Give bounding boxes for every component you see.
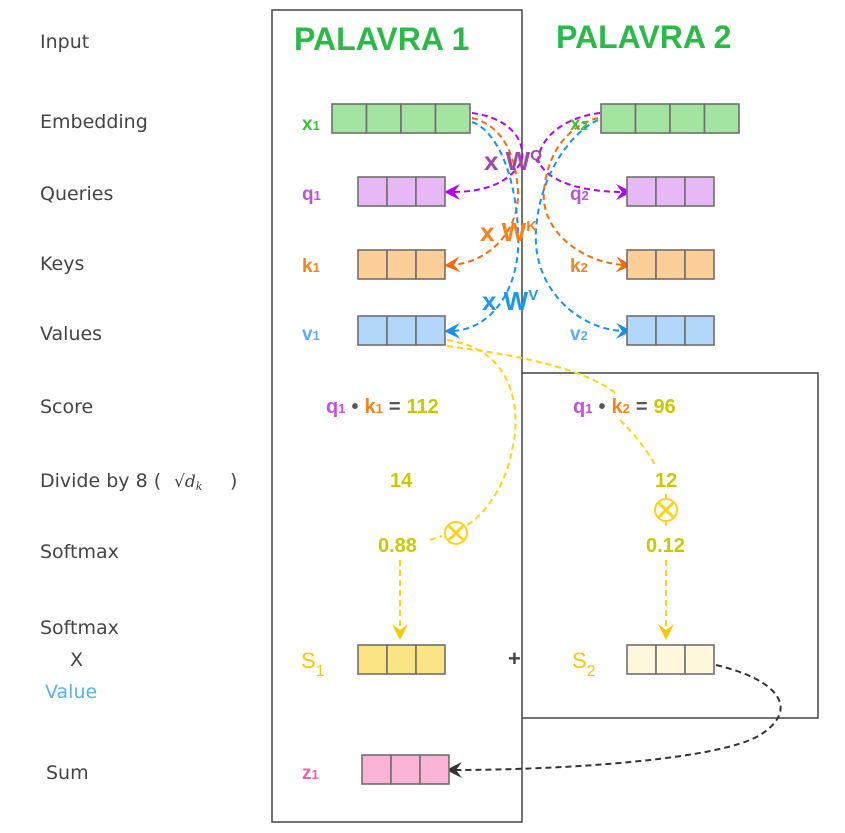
divide-text: Divide by 8 ( — [40, 470, 161, 492]
vector-cell — [386, 315, 417, 346]
vector-cell — [400, 103, 437, 134]
label-x2: x2 — [570, 114, 588, 135]
softmax-1: 0.88 — [378, 535, 417, 557]
vector-cell — [669, 103, 706, 134]
vector-q1 — [357, 176, 446, 207]
vector-cell — [655, 249, 686, 280]
projection-arrows — [392, 112, 782, 778]
label-k1: k1 — [302, 256, 320, 277]
vector-cell — [386, 249, 417, 280]
label-q2: q2 — [570, 184, 589, 205]
vector-cell — [415, 315, 446, 346]
vector-cell — [357, 249, 388, 280]
vector-cell — [390, 754, 421, 785]
label-k2: k2 — [570, 256, 588, 277]
vector-cell — [626, 249, 657, 280]
vector-cell — [419, 754, 450, 785]
word1-frame — [271, 9, 523, 823]
row-label-sum: Sum — [46, 762, 89, 784]
row-label-value: Value — [45, 681, 97, 703]
vector-cell — [434, 103, 471, 134]
vector-x2 — [600, 103, 740, 134]
score-1: q1•k1=112 — [326, 396, 439, 418]
vector-cell — [655, 644, 686, 675]
row-label-divide: Divide by 8 ( √dk ) — [40, 470, 237, 493]
sqrt-dk: √dk — [174, 472, 203, 493]
label-s2: S2 — [572, 648, 596, 680]
label-v2: v2 — [570, 324, 588, 345]
vector-cell — [684, 176, 715, 207]
vector-cell — [415, 249, 446, 280]
divide-close: ) — [230, 470, 237, 492]
vector-cell — [703, 103, 740, 134]
row-label-score: Score — [40, 396, 93, 418]
row-label-x: X — [70, 649, 83, 671]
plus-sign: + — [508, 646, 521, 671]
vector-cell — [634, 103, 671, 134]
vector-k1 — [357, 249, 446, 280]
vector-cell — [361, 754, 392, 785]
multiply-icon-1 — [444, 521, 468, 545]
row-label-softmax: Softmax — [40, 541, 119, 563]
vector-cell — [365, 103, 402, 134]
divided-2: 12 — [655, 470, 677, 492]
softmax-2: 0.12 — [646, 535, 685, 557]
label-z1: z1 — [302, 763, 319, 784]
weight-wq: x WQ — [484, 146, 542, 176]
divided-1: 14 — [390, 470, 413, 492]
word2-frame — [522, 372, 819, 719]
row-label-keys: Keys — [40, 253, 84, 275]
vector-cell — [684, 644, 715, 675]
vector-v2 — [626, 315, 715, 346]
weight-wk: x WK — [480, 217, 537, 247]
vector-s1 — [357, 644, 446, 675]
vector-cell — [357, 315, 388, 346]
row-label-values: Values — [40, 323, 102, 345]
vector-cell — [415, 176, 446, 207]
vector-z1 — [361, 754, 450, 785]
title-word1: PALAVRA 1 — [294, 21, 469, 57]
vector-cell — [655, 315, 686, 346]
vector-cell — [626, 176, 657, 207]
label-s1: S1 — [301, 648, 325, 680]
vector-cell — [386, 176, 417, 207]
vector-cell — [626, 644, 657, 675]
vector-cell — [684, 315, 715, 346]
vector-cell — [415, 644, 446, 675]
label-v1: v1 — [302, 324, 320, 345]
label-q1: q1 — [302, 184, 321, 205]
vector-cell — [386, 644, 417, 675]
vector-q2 — [626, 176, 715, 207]
vector-cell — [331, 103, 368, 134]
vector-cell — [600, 103, 637, 134]
row-label-softmax-x-value: Softmax — [40, 617, 119, 639]
vector-k2 — [626, 249, 715, 280]
weight-wv: x WV — [482, 286, 538, 316]
multiply-icon-2 — [654, 498, 678, 522]
vector-v1 — [357, 315, 446, 346]
vector-cell — [626, 315, 657, 346]
vector-cell — [357, 176, 388, 207]
label-x1: x1 — [302, 114, 320, 135]
vector-x1 — [331, 103, 471, 134]
vector-cell — [655, 176, 686, 207]
row-label-input: Input — [40, 31, 89, 53]
title-word2: PALAVRA 2 — [556, 19, 731, 55]
score-2: q1•k2=96 — [573, 396, 676, 418]
vector-s2 — [626, 644, 715, 675]
row-label-embedding: Embedding — [40, 111, 148, 133]
vector-cell — [684, 249, 715, 280]
vector-cell — [357, 644, 388, 675]
row-label-queries: Queries — [40, 183, 113, 205]
